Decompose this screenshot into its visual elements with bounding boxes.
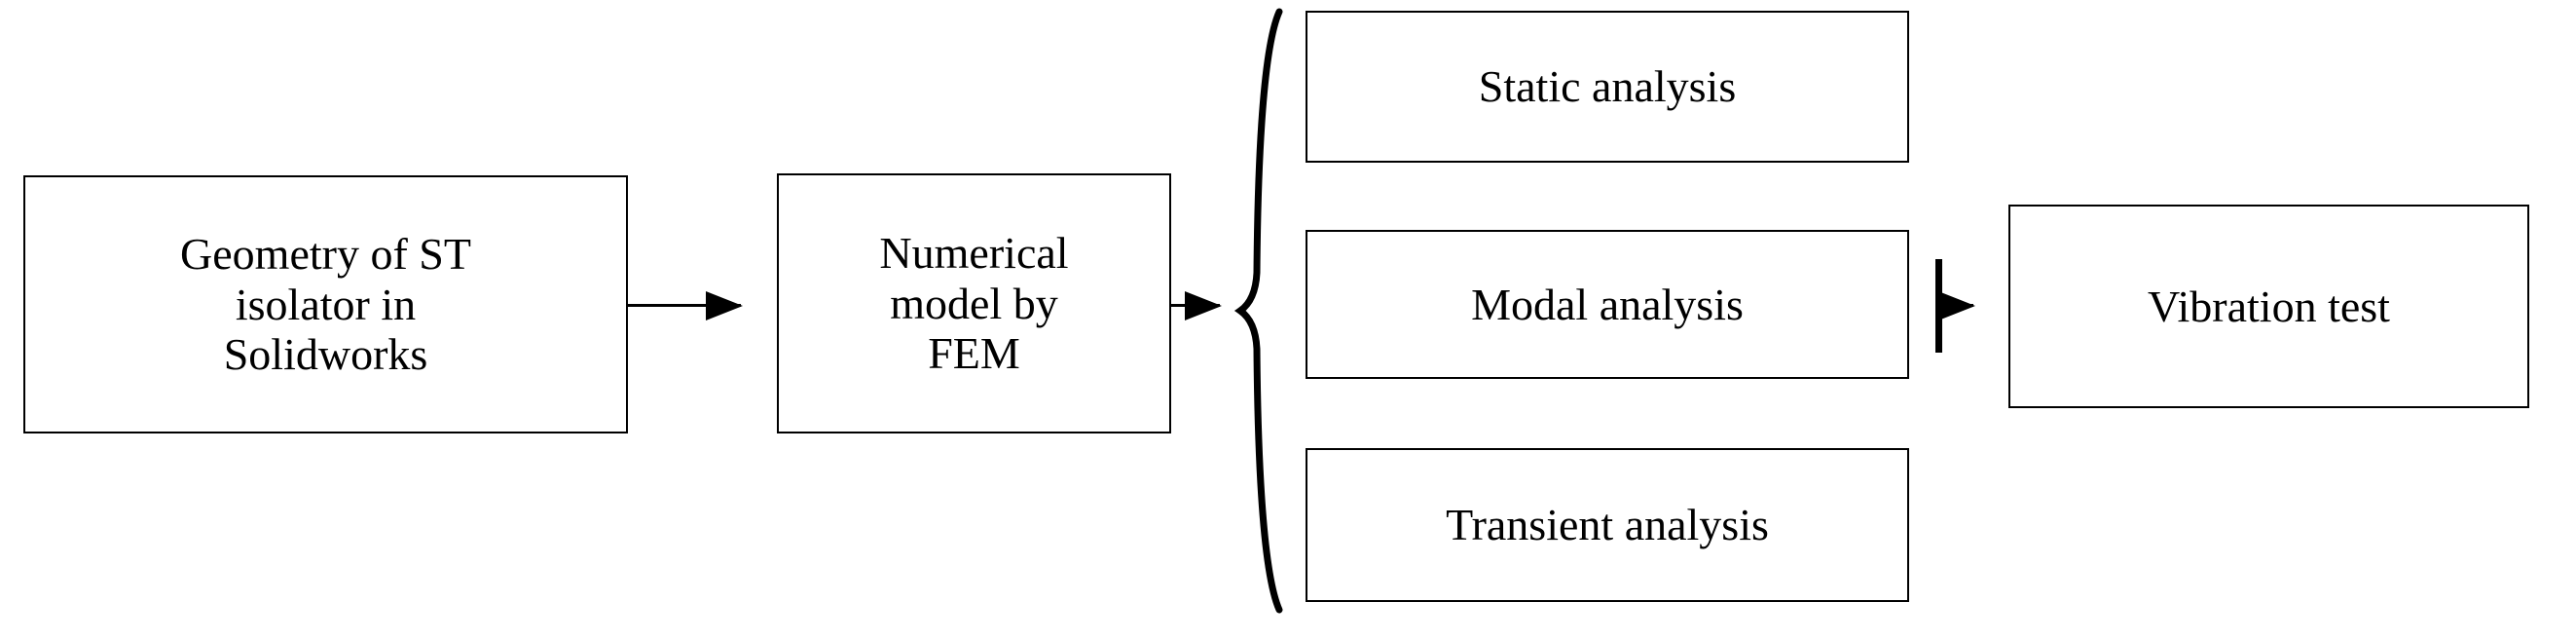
arrow-geometry-to-numerical (628, 304, 741, 307)
node-transient-analysis[interactable]: Transient analysis (1306, 448, 1909, 602)
arrow-modal-to-vibration (1939, 304, 1973, 307)
arrow-numerical-to-brace (1171, 304, 1220, 307)
node-modal-analysis[interactable]: Modal analysis (1306, 230, 1909, 379)
node-static-analysis[interactable]: Static analysis (1306, 11, 1909, 163)
node-geometry-of-st-isolator[interactable]: Geometry of ST isolator in Solidworks (23, 175, 628, 433)
node-numerical-model-by-fem[interactable]: Numerical model by FEM (777, 173, 1171, 433)
curly-brace-group (1225, 8, 1301, 614)
node-vibration-test[interactable]: Vibration test (2008, 205, 2529, 408)
